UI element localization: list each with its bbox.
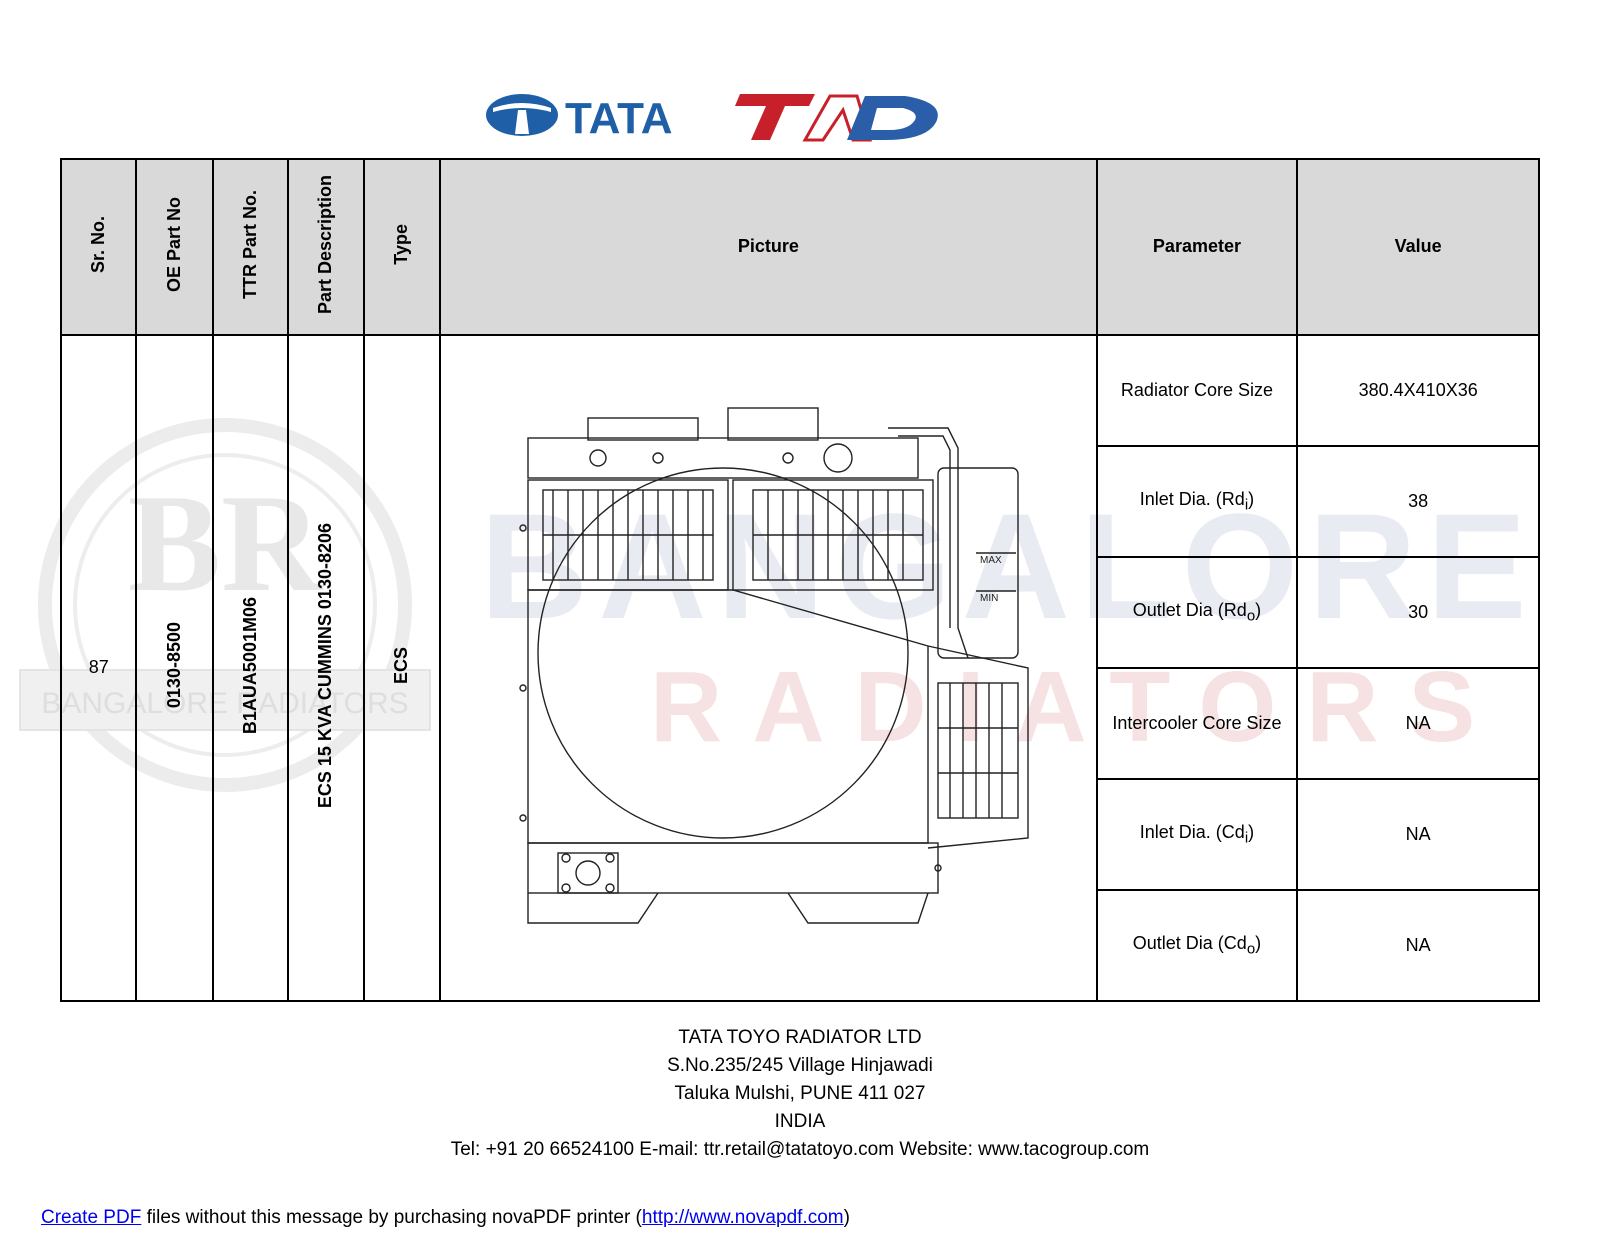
cell-type: ECS: [362, 333, 442, 1003]
cell-ttr-part-no: B1AUA5001M06: [211, 333, 290, 1003]
header-ttr-part-no: TTR Part No.: [211, 158, 290, 336]
drawing-min-label: MIN: [980, 593, 998, 604]
radiator-drawing: MAX MIN: [519, 407, 1030, 924]
param-row: Inlet Dia. (Cdi) NA: [61, 777, 1540, 891]
spec-table: Sr. No. OE Part No TTR Part No. Part Des…: [59, 158, 1540, 1003]
cell-sr-no: 87: [59, 333, 138, 1003]
footer-company: TATA TOYO RADIATOR LTD: [678, 1027, 922, 1048]
param-row: Intercooler Core Size NA: [61, 666, 1540, 780]
header-value: Value: [1296, 158, 1540, 336]
novapdf-middle-text: files without this message by purchasing…: [141, 1207, 642, 1228]
cell-picture: MAX MIN: [439, 333, 1098, 1003]
param-value-0: 380.4X410X36: [1296, 333, 1540, 447]
param-row: Outlet Dia (Rdo) 30: [61, 555, 1540, 669]
header-type: Type: [362, 158, 442, 336]
novapdf-end-text: ): [843, 1207, 850, 1228]
footer-address2: Taluka Mulshi, PUNE 411 027: [674, 1083, 926, 1104]
logo-tata-text: TATA: [565, 94, 673, 143]
param-value-1: 38: [1296, 444, 1540, 558]
footer-address1: S.No.235/245 Village Hinjawadi: [667, 1055, 933, 1076]
cell-part-description: ECS 15 KVA CUMMINS 0130-8206: [287, 333, 365, 1003]
param-name-5: Outlet Dia (Cdo): [1095, 888, 1299, 1003]
fin-block-right: [752, 489, 925, 581]
header-oe-part-no: OE Part No: [135, 158, 214, 336]
cell-oe-part-no: 0130-8500: [135, 333, 214, 1003]
footer-country: INDIA: [774, 1111, 826, 1132]
data-row: 87 0130-8500 B1AUA5001M06 ECS 15 KVA CUM…: [59, 333, 1540, 1003]
footer-contact: Tel: +91 20 66524100 E-mail: ttr.retail@…: [450, 1139, 1150, 1160]
novapdf-notice: Create PDF files without this message by…: [41, 1207, 850, 1229]
header-row: Sr. No. OE Part No TTR Part No. Part Des…: [59, 158, 1540, 336]
create-pdf-link[interactable]: Create PDF: [41, 1207, 142, 1228]
param-row: Outlet Dia (Cdo) NA: [61, 888, 1540, 1003]
header-picture: Picture: [439, 158, 1098, 336]
header-sr-no: Sr. No.: [59, 158, 138, 336]
param-name-3: Intercooler Core Size: [1095, 666, 1299, 780]
fin-block-left: [542, 489, 715, 581]
param-value-2: 30: [1296, 555, 1540, 669]
novapdf-url-link[interactable]: http://www.novapdf.com: [641, 1207, 844, 1228]
param-row: Inlet Dia. (Rdi) 38: [61, 444, 1540, 558]
param-name-0: Radiator Core Size: [1095, 333, 1299, 447]
param-name-2: Outlet Dia (Rdo): [1095, 555, 1299, 669]
header-part-description: Part Description: [287, 158, 365, 336]
tata-trad-logo: TATA: [485, 88, 955, 148]
param-value-3: NA: [1296, 666, 1540, 780]
param-value-5: NA: [1296, 888, 1540, 1003]
header-parameter: Parameter: [1095, 158, 1299, 336]
param-name-1: Inlet Dia. (Rdi): [1095, 444, 1299, 558]
drawing-max-label: MAX: [980, 555, 1002, 566]
logo-trad: [735, 94, 938, 142]
param-name-4: Inlet Dia. (Cdi): [1095, 777, 1299, 891]
param-value-4: NA: [1296, 777, 1540, 891]
company-footer: TATA TOYO RADIATOR LTD S.No.235/245 Vill…: [0, 1024, 1600, 1164]
